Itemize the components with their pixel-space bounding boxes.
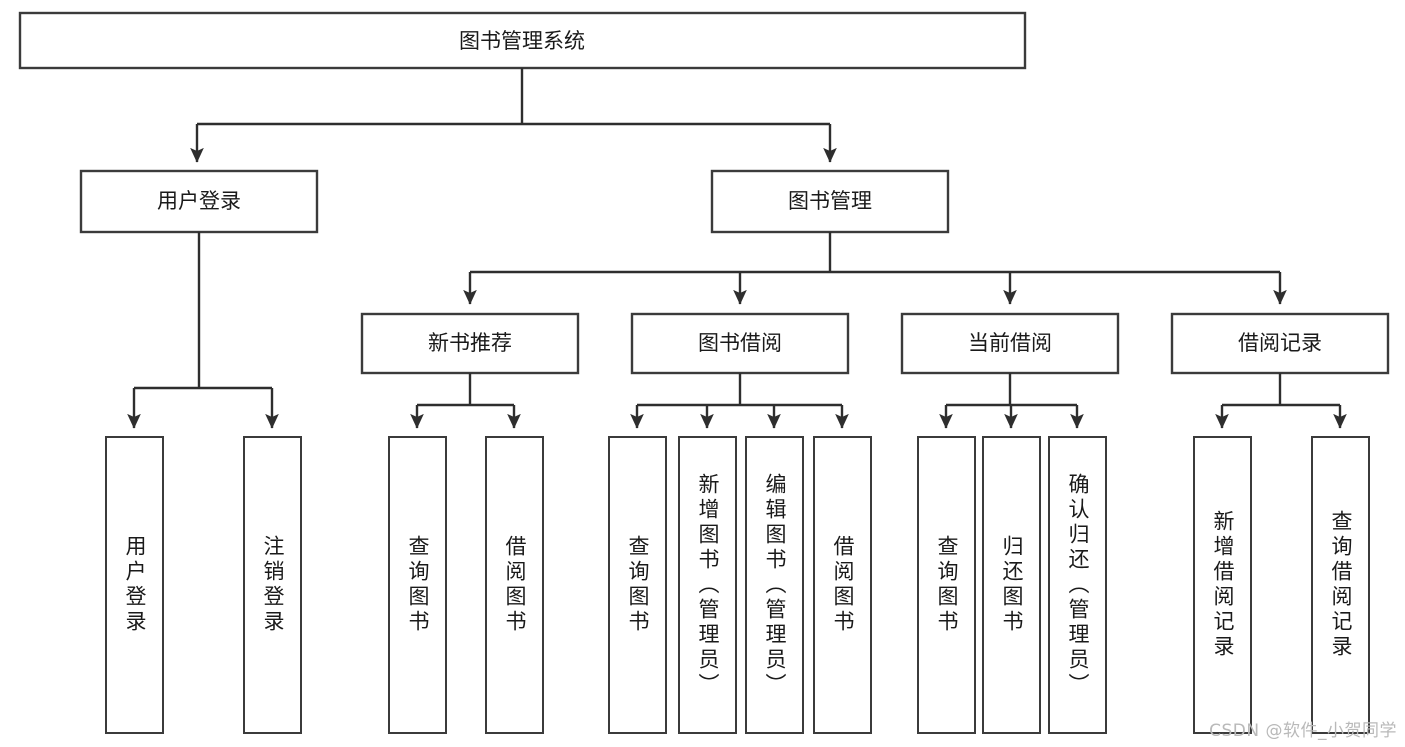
leaf-book-borrow-edit[interactable]: 编辑图书（管理员）: [745, 436, 804, 734]
leaf-label: 查询图书: [935, 535, 959, 635]
node-user-login[interactable]: 用户登录: [79, 169, 319, 234]
leaf-label: 新增图书（管理员）: [696, 472, 720, 698]
leaf-new-book-query[interactable]: 查询图书: [388, 436, 447, 734]
leaf-current-borrow-return[interactable]: 归还图书: [982, 436, 1041, 734]
node-borrow-record-box[interactable]: [1170, 312, 1390, 375]
leaf-label: 归还图书: [1000, 535, 1024, 635]
leaf-new-book-borrow[interactable]: 借阅图书: [485, 436, 544, 734]
node-user-login-label: 用户登录: [157, 189, 241, 213]
leaf-label: 注销登录: [261, 535, 285, 635]
leaf-label: 查询图书: [626, 535, 650, 635]
connector-current-borrow-to-leaves: [939, 373, 1084, 429]
node-new-book-box[interactable]: [360, 312, 580, 375]
leaf-borrow-record-add[interactable]: 新增借阅记录: [1193, 436, 1252, 734]
node-current-borrow[interactable]: 当前借阅: [900, 312, 1120, 375]
node-borrow-record-label: 借阅记录: [1238, 331, 1322, 355]
leaf-current-borrow-query[interactable]: 查询图书: [917, 436, 976, 734]
node-borrow-record[interactable]: 借阅记录: [1170, 312, 1390, 375]
leaf-book-borrow-borrow[interactable]: 借阅图书: [813, 436, 872, 734]
node-book-manage[interactable]: 图书管理: [710, 169, 950, 234]
leaf-label: 新增借阅记录: [1211, 510, 1235, 660]
node-book-manage-label: 图书管理: [788, 189, 872, 213]
leaf-label: 查询图书: [406, 535, 430, 635]
leaf-user-login-logout[interactable]: 注销登录: [243, 436, 302, 734]
node-root[interactable]: 图书管理系统: [18, 11, 1027, 70]
connector-root-to-level2: [190, 68, 837, 163]
node-current-borrow-label: 当前借阅: [968, 331, 1052, 355]
leaf-book-borrow-query[interactable]: 查询图书: [608, 436, 667, 734]
node-user-login-box[interactable]: [79, 169, 319, 234]
node-root-box[interactable]: [18, 11, 1027, 70]
node-root-label: 图书管理系统: [459, 29, 585, 53]
connector-new-book-to-leaves: [410, 373, 521, 429]
connector-user-login-to-leaves: [127, 232, 279, 429]
leaf-label: 查询借阅记录: [1329, 510, 1353, 660]
leaf-current-borrow-confirm-return[interactable]: 确认归还（管理员）: [1048, 436, 1107, 734]
connector-book-borrow-to-leaves: [630, 373, 849, 429]
leaf-label: 编辑图书（管理员）: [763, 472, 787, 698]
node-book-borrow-label: 图书借阅: [698, 331, 782, 355]
leaf-label: 借阅图书: [503, 535, 527, 635]
node-new-book-label: 新书推荐: [428, 331, 512, 355]
node-new-book[interactable]: 新书推荐: [360, 312, 580, 375]
leaf-borrow-record-query[interactable]: 查询借阅记录: [1311, 436, 1370, 734]
node-book-borrow[interactable]: 图书借阅: [630, 312, 850, 375]
leaf-label: 借阅图书: [831, 535, 855, 635]
connector-borrow-record-to-leaves: [1215, 373, 1347, 429]
leaf-user-login-login[interactable]: 用户登录: [105, 436, 164, 734]
node-current-borrow-box[interactable]: [900, 312, 1120, 375]
leaf-label: 用户登录: [123, 535, 147, 635]
leaf-label: 确认归还（管理员）: [1066, 472, 1090, 698]
node-book-borrow-box[interactable]: [630, 312, 850, 375]
connector-book-manage-to-level3: [463, 232, 1287, 305]
leaf-book-borrow-add[interactable]: 新增图书（管理员）: [678, 436, 737, 734]
